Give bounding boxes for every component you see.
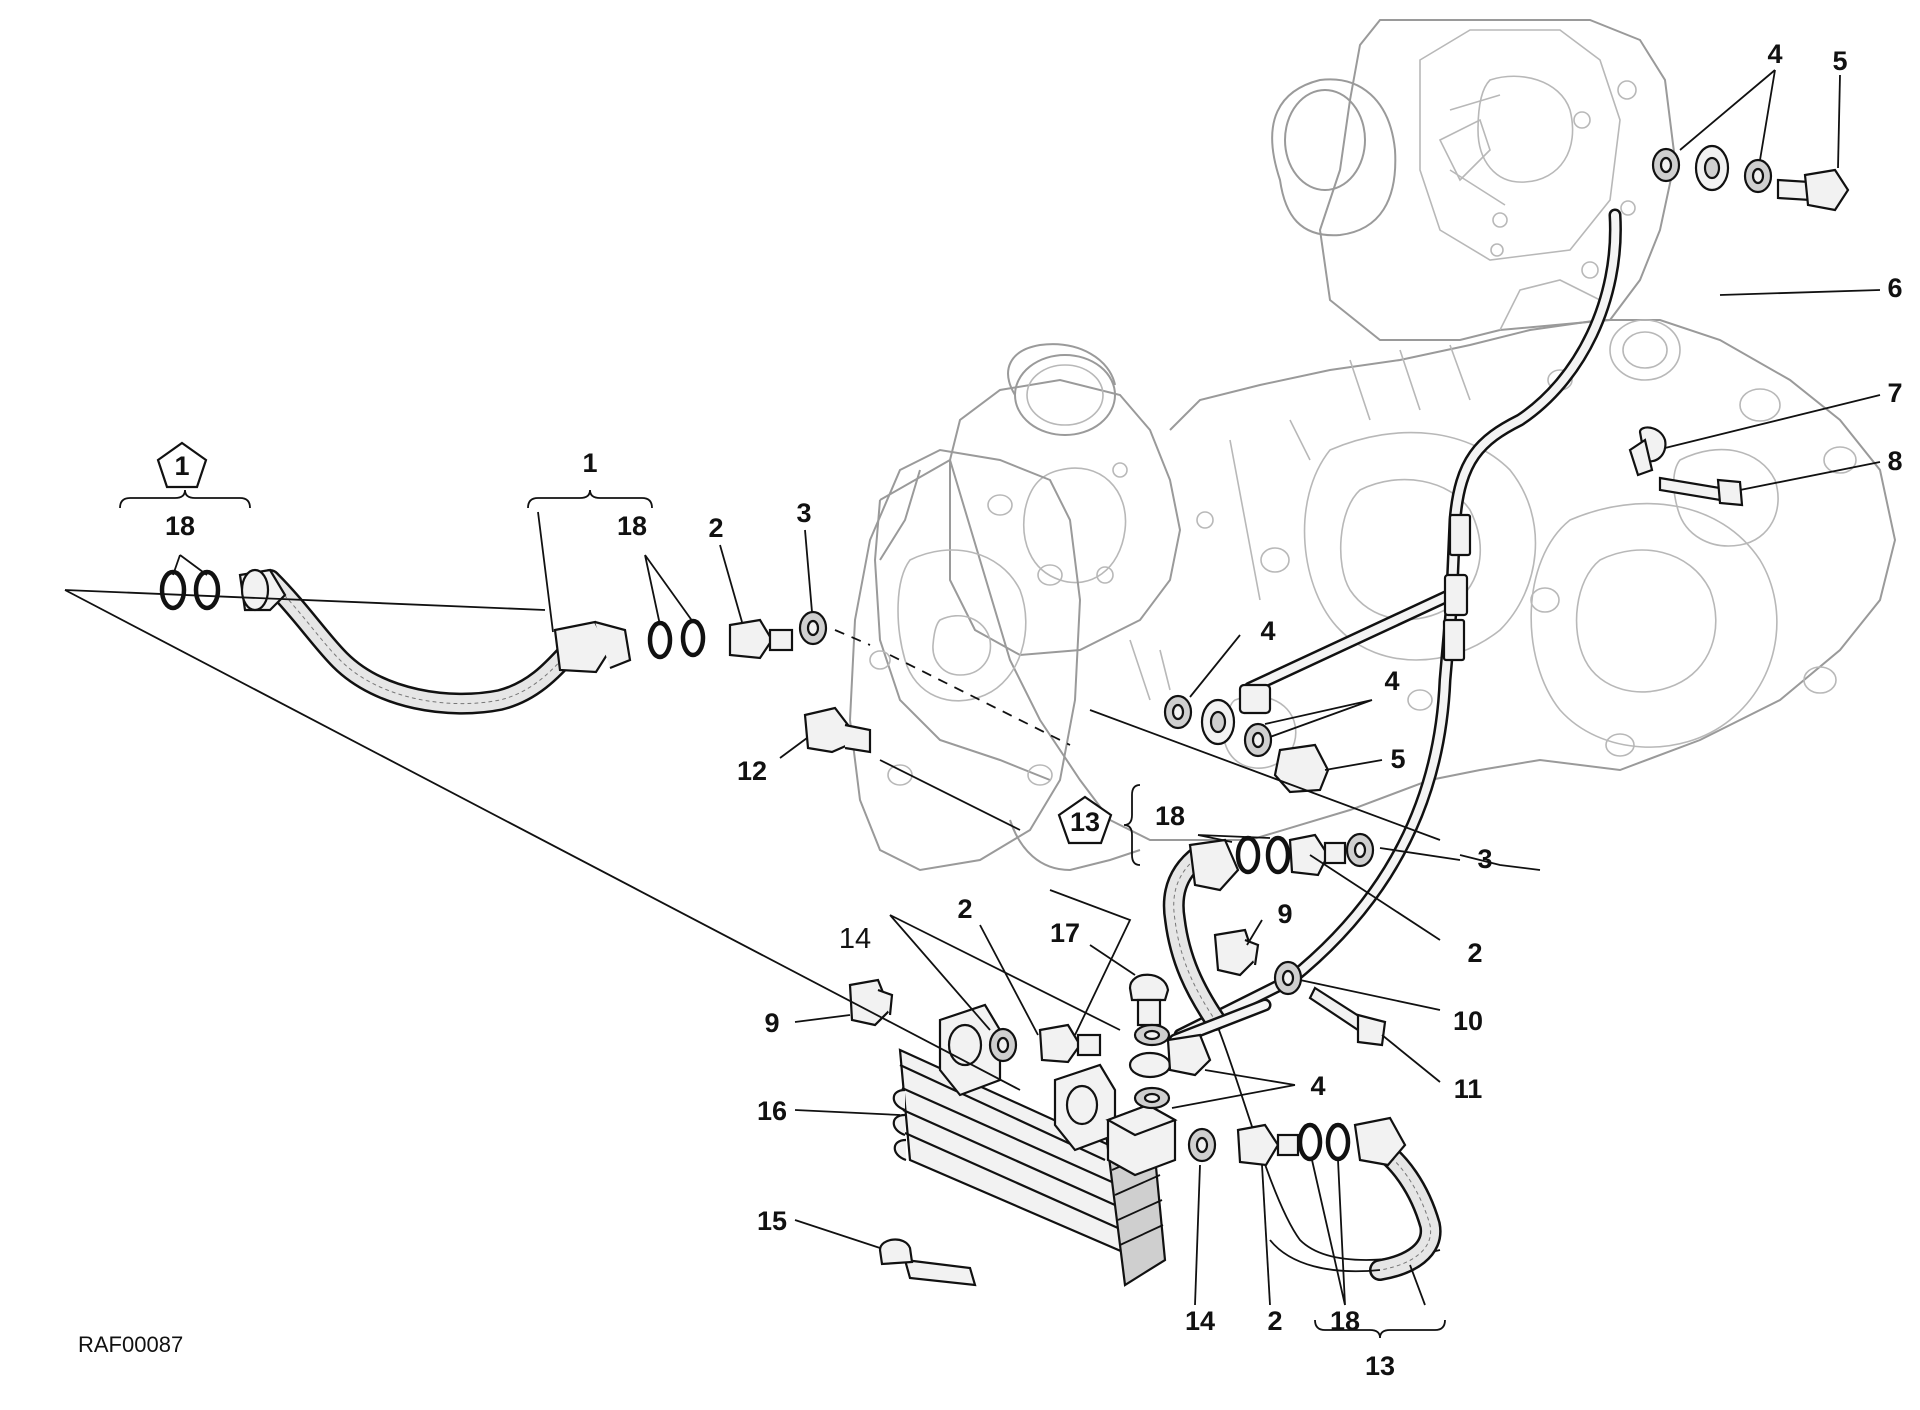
label-1: 1	[582, 448, 597, 478]
kit-badge-1: 1	[156, 441, 208, 489]
label-6: 6	[1887, 273, 1902, 303]
label-2-mid: 2	[1467, 938, 1482, 968]
label-2-lower: 2	[1267, 1306, 1282, 1336]
fittings	[159, 144, 1850, 1266]
label-10: 10	[1453, 1006, 1483, 1036]
label-7: 7	[1887, 378, 1902, 408]
part-labels: 18 1 18 2 3 4 5 6 7 8 4 4 5 12 18 3 2 9 …	[165, 39, 1903, 1381]
kit-badge-13: 13	[1057, 795, 1113, 845]
label-3-mid: 3	[1477, 844, 1492, 874]
hoses	[259, 208, 1622, 1281]
label-3-upper: 3	[796, 498, 811, 528]
label-11: 11	[1454, 1074, 1483, 1104]
label-5-mid: 5	[1390, 744, 1405, 774]
label-2-cooler: 2	[957, 894, 972, 924]
label-18-lower: 18	[1330, 1306, 1360, 1336]
label-18-upper: 18	[617, 511, 647, 541]
label-17: 17	[1050, 918, 1080, 948]
label-14-lower: 14	[1185, 1306, 1215, 1336]
label-14-upper: 14	[839, 923, 871, 955]
label-18-kit1: 18	[165, 511, 195, 541]
leader-lines	[64, 69, 1881, 1339]
label-5-top: 5	[1832, 46, 1847, 76]
label-2-upper: 2	[708, 513, 723, 543]
label-4-cooler: 4	[1310, 1071, 1325, 1101]
label-15: 15	[757, 1206, 787, 1236]
label-9-left: 9	[764, 1008, 779, 1038]
label-12: 12	[737, 756, 767, 786]
drawing-code: RAF00087	[78, 1332, 183, 1357]
label-18-kit13: 18	[1155, 801, 1185, 831]
label-4-mid-a: 4	[1260, 616, 1275, 646]
label-4-top: 4	[1767, 39, 1782, 69]
label-16: 16	[757, 1096, 787, 1126]
label-4-mid-b: 4	[1384, 666, 1399, 696]
label-9-upper: 9	[1277, 899, 1292, 929]
kit-badge-13-label: 13	[1070, 807, 1100, 837]
kit-badge-1-label: 1	[174, 451, 189, 481]
label-8: 8	[1887, 446, 1902, 476]
engine-outline	[848, 19, 1897, 872]
label-13: 13	[1365, 1351, 1395, 1381]
oil-cooler	[892, 1003, 1178, 1287]
